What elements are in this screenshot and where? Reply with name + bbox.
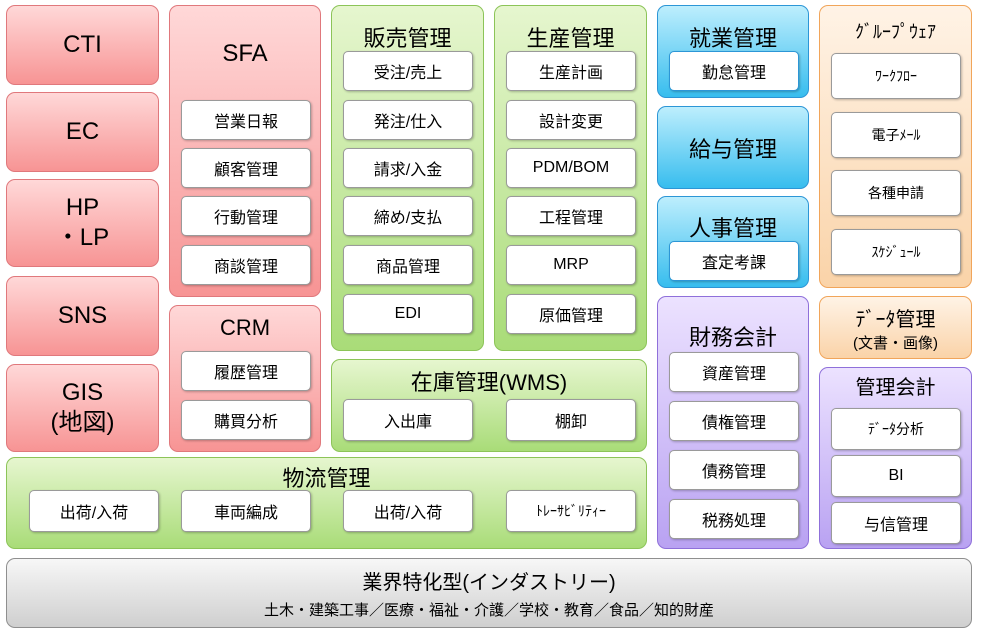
sns-panel[interactable]: SNS: [6, 276, 159, 356]
groupware-title: ｸﾞﾙｰﾌﾟｳｪｱ: [855, 22, 936, 42]
industry-panel[interactable]: 業界特化型(インダストリー) 土木・建築工事／医療・福祉・介護／学校・教育／食品…: [6, 558, 972, 628]
mgmt-accounting-panel: 管理会計 ﾃﾞｰﾀ分析 BI 与信管理: [819, 367, 972, 549]
data-mgmt-panel[interactable]: ﾃﾞｰﾀ管理 (文書・画像): [819, 296, 972, 359]
ec-label: EC: [65, 118, 100, 145]
groupware-item-email[interactable]: 電子ﾒｰﾙ: [831, 112, 961, 158]
crm-item-purchase-analysis[interactable]: 購買分析: [181, 400, 311, 440]
ec-panel[interactable]: EC: [6, 92, 159, 172]
sales-item-purchasing[interactable]: 発注/仕入: [343, 100, 473, 140]
inventory-item-stocktake[interactable]: 棚卸: [506, 399, 636, 441]
production-item-cost-mgmt[interactable]: 原価管理: [506, 294, 636, 334]
crm-title: CRM: [219, 315, 271, 340]
logistics-title: 物流管理: [282, 466, 371, 491]
production-item-pdm-bom[interactable]: PDM/BOM: [506, 148, 636, 188]
sfa-title: SFA: [222, 40, 268, 67]
finance-title: 財務会計: [688, 325, 777, 350]
mgmt-accounting-title: 管理会計: [855, 377, 936, 399]
hr-title: 人事管理: [688, 216, 777, 241]
crm-panel: CRM 履歴管理 購買分析: [169, 305, 321, 452]
production-item-process-mgmt[interactable]: 工程管理: [506, 196, 636, 236]
data-mgmt-title: ﾃﾞｰﾀ管理: [855, 308, 936, 331]
finance-item-receivables[interactable]: 債権管理: [669, 401, 799, 441]
sales-item-closing[interactable]: 締め/支払: [343, 196, 473, 236]
sales-item-edi[interactable]: EDI: [343, 294, 473, 334]
inventory-item-in-out[interactable]: 入出庫: [343, 399, 473, 441]
groupware-item-workflow[interactable]: ﾜｰｸﾌﾛｰ: [831, 53, 961, 99]
industry-title: 業界特化型(インダストリー): [362, 572, 616, 594]
sfa-item-deal-mgmt[interactable]: 商談管理: [181, 245, 311, 285]
finance-item-tax[interactable]: 税務処理: [669, 499, 799, 539]
inventory-title: 在庫管理(WMS): [410, 370, 568, 395]
groupware-item-schedule[interactable]: ｽｹｼﾞｭｰﾙ: [831, 229, 961, 275]
logistics-item-shipping-2[interactable]: 出荷/入荷: [343, 490, 473, 532]
mgmt-accounting-item-analysis[interactable]: ﾃﾞｰﾀ分析: [831, 408, 961, 450]
payroll-title: 給与管理: [688, 136, 777, 162]
logistics-panel: 物流管理 出荷/入荷 車両編成 出荷/入荷 ﾄﾚｰｻﾋﾞﾘﾃｨｰ: [6, 457, 647, 549]
production-item-planning[interactable]: 生産計画: [506, 51, 636, 91]
hr-item-evaluation[interactable]: 査定考課: [669, 241, 799, 281]
logistics-item-vehicle[interactable]: 車両編成: [181, 490, 311, 532]
logistics-item-shipping-1[interactable]: 出荷/入荷: [29, 490, 159, 532]
groupware-panel: ｸﾞﾙｰﾌﾟｳｪｱ ﾜｰｸﾌﾛｰ 電子ﾒｰﾙ 各種申請 ｽｹｼﾞｭｰﾙ: [819, 5, 972, 288]
gis-label: GIS (地図): [50, 379, 115, 436]
cti-label: CTI: [63, 31, 102, 58]
mgmt-accounting-item-credit[interactable]: 与信管理: [831, 502, 961, 544]
sfa-item-customer-mgmt[interactable]: 顧客管理: [181, 148, 311, 188]
sales-item-billing[interactable]: 請求/入金: [343, 148, 473, 188]
sfa-panel: SFA 営業日報 顧客管理 行動管理 商談管理: [169, 5, 321, 297]
hp-lp-label: HP ・LP: [55, 194, 110, 251]
finance-item-assets[interactable]: 資産管理: [669, 352, 799, 392]
hr-panel: 人事管理 査定考課: [657, 196, 809, 288]
finance-item-payables[interactable]: 債務管理: [669, 450, 799, 490]
crm-item-history-mgmt[interactable]: 履歴管理: [181, 351, 311, 391]
production-title: 生産管理: [526, 26, 615, 51]
attendance-title: 就業管理: [688, 26, 777, 51]
sales-title: 販売管理: [363, 26, 452, 51]
hp-lp-panel[interactable]: HP ・LP: [6, 179, 159, 267]
sales-item-orders[interactable]: 受注/売上: [343, 51, 473, 91]
sns-label: SNS: [57, 302, 108, 329]
logistics-item-traceability[interactable]: ﾄﾚｰｻﾋﾞﾘﾃｨｰ: [506, 490, 636, 532]
payroll-panel[interactable]: 給与管理: [657, 106, 809, 189]
production-item-design-change[interactable]: 設計変更: [506, 100, 636, 140]
production-item-mrp[interactable]: MRP: [506, 245, 636, 285]
attendance-panel: 就業管理 勤怠管理: [657, 5, 809, 98]
finance-panel: 財務会計 資産管理 債権管理 債務管理 税務処理: [657, 296, 809, 549]
production-panel: 生産管理 生産計画 設計変更 PDM/BOM 工程管理 MRP 原価管理: [494, 5, 647, 351]
sales-item-product-mgmt[interactable]: 商品管理: [343, 245, 473, 285]
sales-panel: 販売管理 受注/売上 発注/仕入 請求/入金 締め/支払 商品管理 EDI: [331, 5, 484, 351]
groupware-item-applications[interactable]: 各種申請: [831, 170, 961, 216]
industry-subtitle: 土木・建築工事／医療・福祉・介護／学校・教育／食品／知的財産: [263, 602, 714, 619]
attendance-item-timekeeping[interactable]: 勤怠管理: [669, 51, 799, 91]
sfa-item-activity-mgmt[interactable]: 行動管理: [181, 196, 311, 236]
cti-panel[interactable]: CTI: [6, 5, 159, 85]
sfa-item-daily-report[interactable]: 営業日報: [181, 100, 311, 140]
data-mgmt-subtitle: (文書・画像): [853, 334, 938, 352]
gis-panel[interactable]: GIS (地図): [6, 364, 159, 452]
mgmt-accounting-item-bi[interactable]: BI: [831, 455, 961, 497]
inventory-panel: 在庫管理(WMS) 入出庫 棚卸: [331, 359, 647, 452]
